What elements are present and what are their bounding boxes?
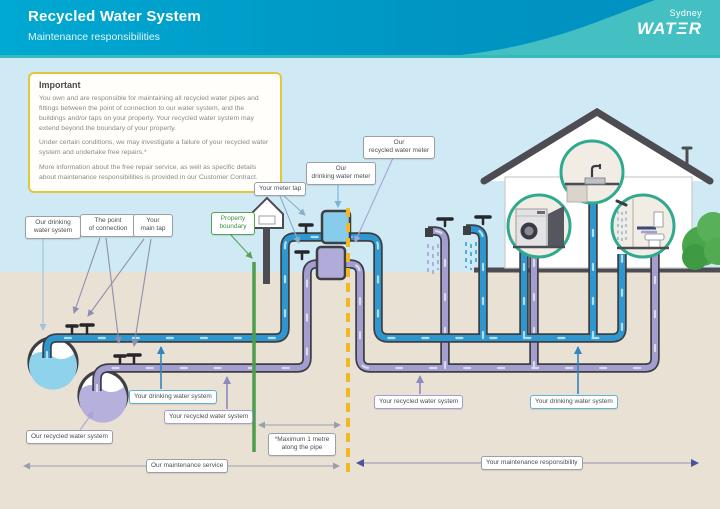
shower-icon <box>615 199 628 243</box>
label-your-drinking-system-right: Your drinking water system <box>530 395 618 410</box>
label-our-recycled-water-system: Our recycled water system <box>26 430 113 445</box>
garden-tap-recycled-handle <box>436 217 454 228</box>
important-notice: Important You own and are responsible fo… <box>28 72 282 193</box>
recycled-water-meter-icon <box>315 245 347 281</box>
meter-tap-drinking <box>298 223 314 234</box>
logo-water-text: WATΞR <box>637 19 702 38</box>
point-of-connection-tap-recycled <box>113 354 127 365</box>
header-swoosh <box>460 0 720 55</box>
label-our-drinking-water-system: Our drinking water system <box>25 216 81 239</box>
page-title: Recycled Water System <box>28 8 201 25</box>
kitchen-detail-circle <box>559 139 625 205</box>
roof <box>480 107 714 185</box>
drinking-water-meter-icon <box>320 209 352 245</box>
main-tap-drinking <box>79 323 95 335</box>
label-your-maintenance-responsibility: Your maintenance responsibility <box>481 456 583 471</box>
label-point-of-connection: The point of connection <box>80 214 136 237</box>
label-your-recycled-system-left: Your recycled water system <box>164 410 254 425</box>
drinking-garden-tap-spout <box>463 226 471 235</box>
leader-arrows <box>39 157 582 431</box>
arrow-your-meter-tap-1 <box>283 195 306 216</box>
washing-machine-icon <box>515 206 564 248</box>
drinking-garden-tap-drips <box>465 242 477 270</box>
label-your-recycled-system-right: Your recycled water system <box>374 395 464 410</box>
arrow-property-boundary <box>229 233 253 259</box>
label-your-meter-tap: Your meter tap <box>254 182 307 197</box>
label-property-boundary: Property boundary <box>211 212 255 235</box>
laundry-detail-circle <box>506 193 572 259</box>
point-of-connection-tap-drinking <box>65 324 79 335</box>
important-paragraph-3: More information about the free repair s… <box>39 164 258 181</box>
arrow-your-main-tap-1 <box>87 238 145 317</box>
tap-icons <box>65 215 492 365</box>
arrow-our-recycled-system <box>79 411 94 431</box>
toilet-icon <box>637 211 665 249</box>
label-our-recycled-water-meter: Our recycled water meter <box>363 136 435 159</box>
label-our-maintenance-service: Our maintenance service <box>146 459 229 474</box>
drinking-water-main <box>27 336 79 390</box>
arrow-point-of-connection-2 <box>105 237 122 344</box>
label-max-one-metre: *Maximum 1 metre along the pipe <box>268 433 336 456</box>
header-banner: Recycled Water System Maintenance respon… <box>0 0 720 58</box>
arrow-our-recycled-meter <box>354 157 394 243</box>
bathroom-detail-circle <box>610 193 676 259</box>
label-your-main-tap: Your main tap <box>133 214 173 237</box>
meter-tap-recycled <box>294 250 310 261</box>
garden-tap-drinking-handle <box>474 215 492 226</box>
label-our-drinking-water-meter: Our drinking water meter <box>306 162 376 185</box>
arrow-your-main-tap-2 <box>131 238 152 347</box>
recycled-garden-tap-spout <box>425 228 433 237</box>
important-paragraph-1: You own and are responsible for maintain… <box>39 95 259 132</box>
bush <box>682 212 720 270</box>
arrow-your-meter-tap-2 <box>279 195 300 244</box>
kitchen-sink-icon <box>565 164 619 203</box>
logo-sydney-text: Sydney <box>669 8 702 18</box>
label-your-drinking-system-left: Your drinking water system <box>129 390 217 405</box>
important-paragraph-2: Under certain conditions, we may investi… <box>39 139 269 157</box>
page-subtitle: Maintenance responsibilities <box>28 31 160 43</box>
arrow-point-of-connection-1 <box>72 237 101 314</box>
recycled-water-main <box>77 369 129 423</box>
important-title: Important <box>39 80 81 90</box>
main-tap-recycled <box>126 353 142 365</box>
sydney-water-logo: Sydney WATΞR <box>637 8 702 38</box>
